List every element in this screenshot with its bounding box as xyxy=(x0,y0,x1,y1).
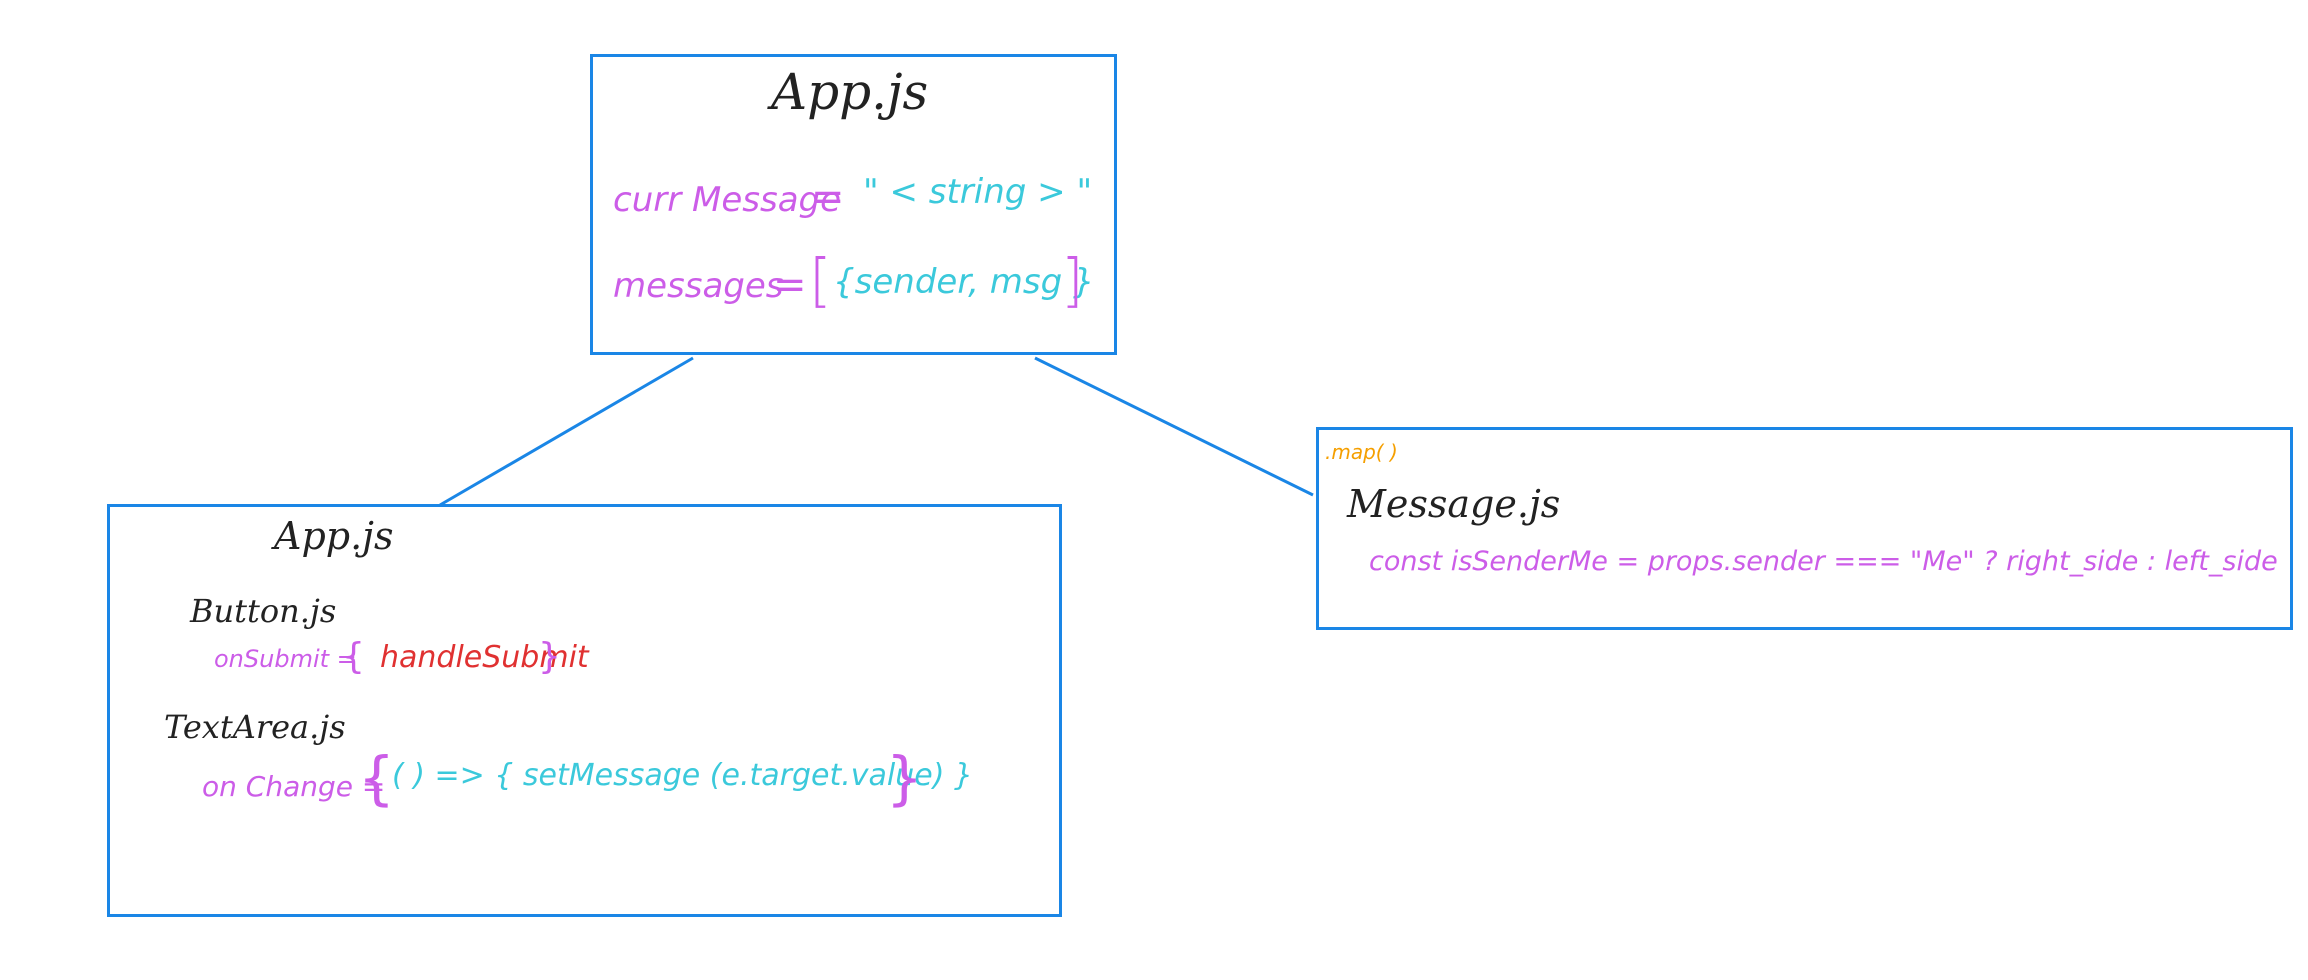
curr-message-value: " < string > " xyxy=(863,172,1093,212)
right-box-title: Message.js xyxy=(1347,482,1561,526)
on-submit-prop: onSubmit = xyxy=(214,645,357,673)
on-change-close-brace: } xyxy=(886,744,923,812)
button-file-label: Button.js xyxy=(190,592,337,630)
on-submit-open-brace: { xyxy=(342,636,365,677)
connector-top-to-left xyxy=(439,356,694,507)
messages-close-bracket: ] xyxy=(1061,246,1084,314)
messages-name: messages xyxy=(613,266,784,306)
map-call-label: .map( ) xyxy=(1325,440,1398,464)
curr-message-name: curr Message xyxy=(613,180,842,220)
on-submit-handler: handleSubmit xyxy=(380,640,589,675)
on-change-prop: on Change = xyxy=(202,770,386,803)
on-change-open-brace: { xyxy=(358,744,395,812)
top-box-title: App.js xyxy=(771,63,929,121)
messages-open-bracket: [ xyxy=(809,246,832,314)
right-message-box: .map( ) Message.js const isSenderMe = pr… xyxy=(1316,427,2293,630)
on-submit-close-brace: } xyxy=(538,636,561,677)
messages-equals: = xyxy=(773,262,807,308)
textarea-file-label: TextArea.js xyxy=(164,708,346,746)
left-app-box: App.js Button.js onSubmit = { handleSubm… xyxy=(107,504,1062,917)
curr-message-equals: = xyxy=(811,174,845,220)
top-app-box: App.js curr Message = " < string > " mes… xyxy=(590,54,1117,355)
connector-top-to-right xyxy=(1034,356,1314,497)
left-box-title: App.js xyxy=(274,514,394,558)
messages-value: {sender, msg } xyxy=(833,262,1095,302)
on-change-value: ( ) => { setMessage (e.target.value) } xyxy=(392,758,974,793)
is-sender-me-code: const isSenderMe = props.sender === "Me"… xyxy=(1369,546,2278,577)
